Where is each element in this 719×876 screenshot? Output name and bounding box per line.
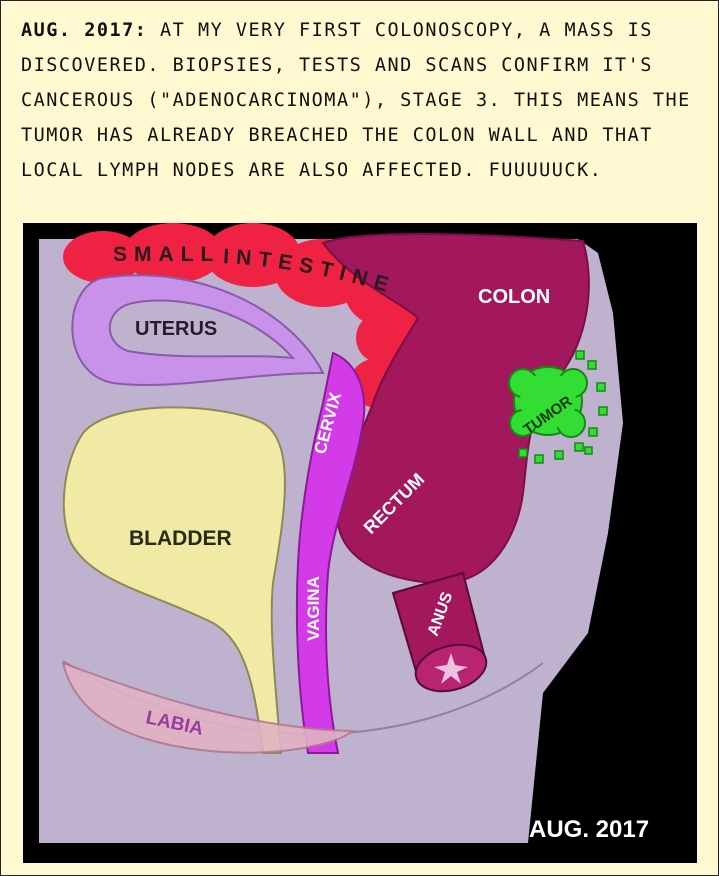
anus: [391, 571, 488, 693]
caption-date: AUG. 2017:: [21, 20, 148, 41]
anatomy-panel: SMALL INTESTINE COLON UTERUS CERVIX TUMO…: [23, 223, 697, 863]
uterus: [71, 274, 325, 387]
lymph-nodes: [518, 350, 608, 464]
label-vagina: VAGINA: [304, 576, 323, 641]
date-stamp: AUG. 2017: [529, 816, 649, 843]
label-small: SMALL: [113, 243, 220, 266]
label-bladder: BLADDER: [129, 527, 232, 550]
caption: AUG. 2017: At my very first colonoscopy,…: [21, 13, 701, 188]
labia: [61, 661, 356, 754]
tumor: [508, 366, 588, 438]
label-colon: COLON: [478, 286, 550, 308]
cervix-vagina: [295, 351, 366, 754]
label-uterus: UTERUS: [135, 318, 217, 340]
caption-text: At my very first colonoscopy, a mass is …: [21, 20, 691, 181]
anatomy-diagram: SMALL INTESTINE COLON UTERUS CERVIX TUMO…: [39, 223, 649, 843]
